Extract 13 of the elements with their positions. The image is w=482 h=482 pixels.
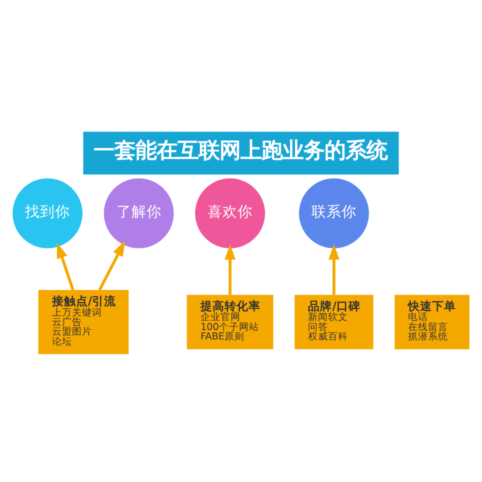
node-circle: 找到你 — [12, 178, 82, 248]
arrow — [56, 242, 74, 290]
node-box: 品牌/口碑 新闻软文 问答 权威百科 — [294, 294, 374, 350]
arrow — [328, 244, 340, 295]
diagram-title: 一套能在互联网上跑业务的系统 — [93, 138, 388, 164]
node-box: 快速下单 电话 在线留言 抓潜系统 — [394, 294, 470, 350]
node-circle: 喜欢你 — [195, 178, 266, 248]
arrow — [224, 244, 236, 295]
node-box: 提高转化率 企业官网 100个子网站 FABE原则 — [186, 294, 274, 350]
node-box: 接触点/引流 上万关键词 云广告 云盟图片 论坛 — [38, 290, 129, 354]
node-circle: 了解你 — [104, 178, 174, 248]
node-circle: 联系你 — [299, 178, 369, 248]
arrow — [98, 240, 126, 291]
